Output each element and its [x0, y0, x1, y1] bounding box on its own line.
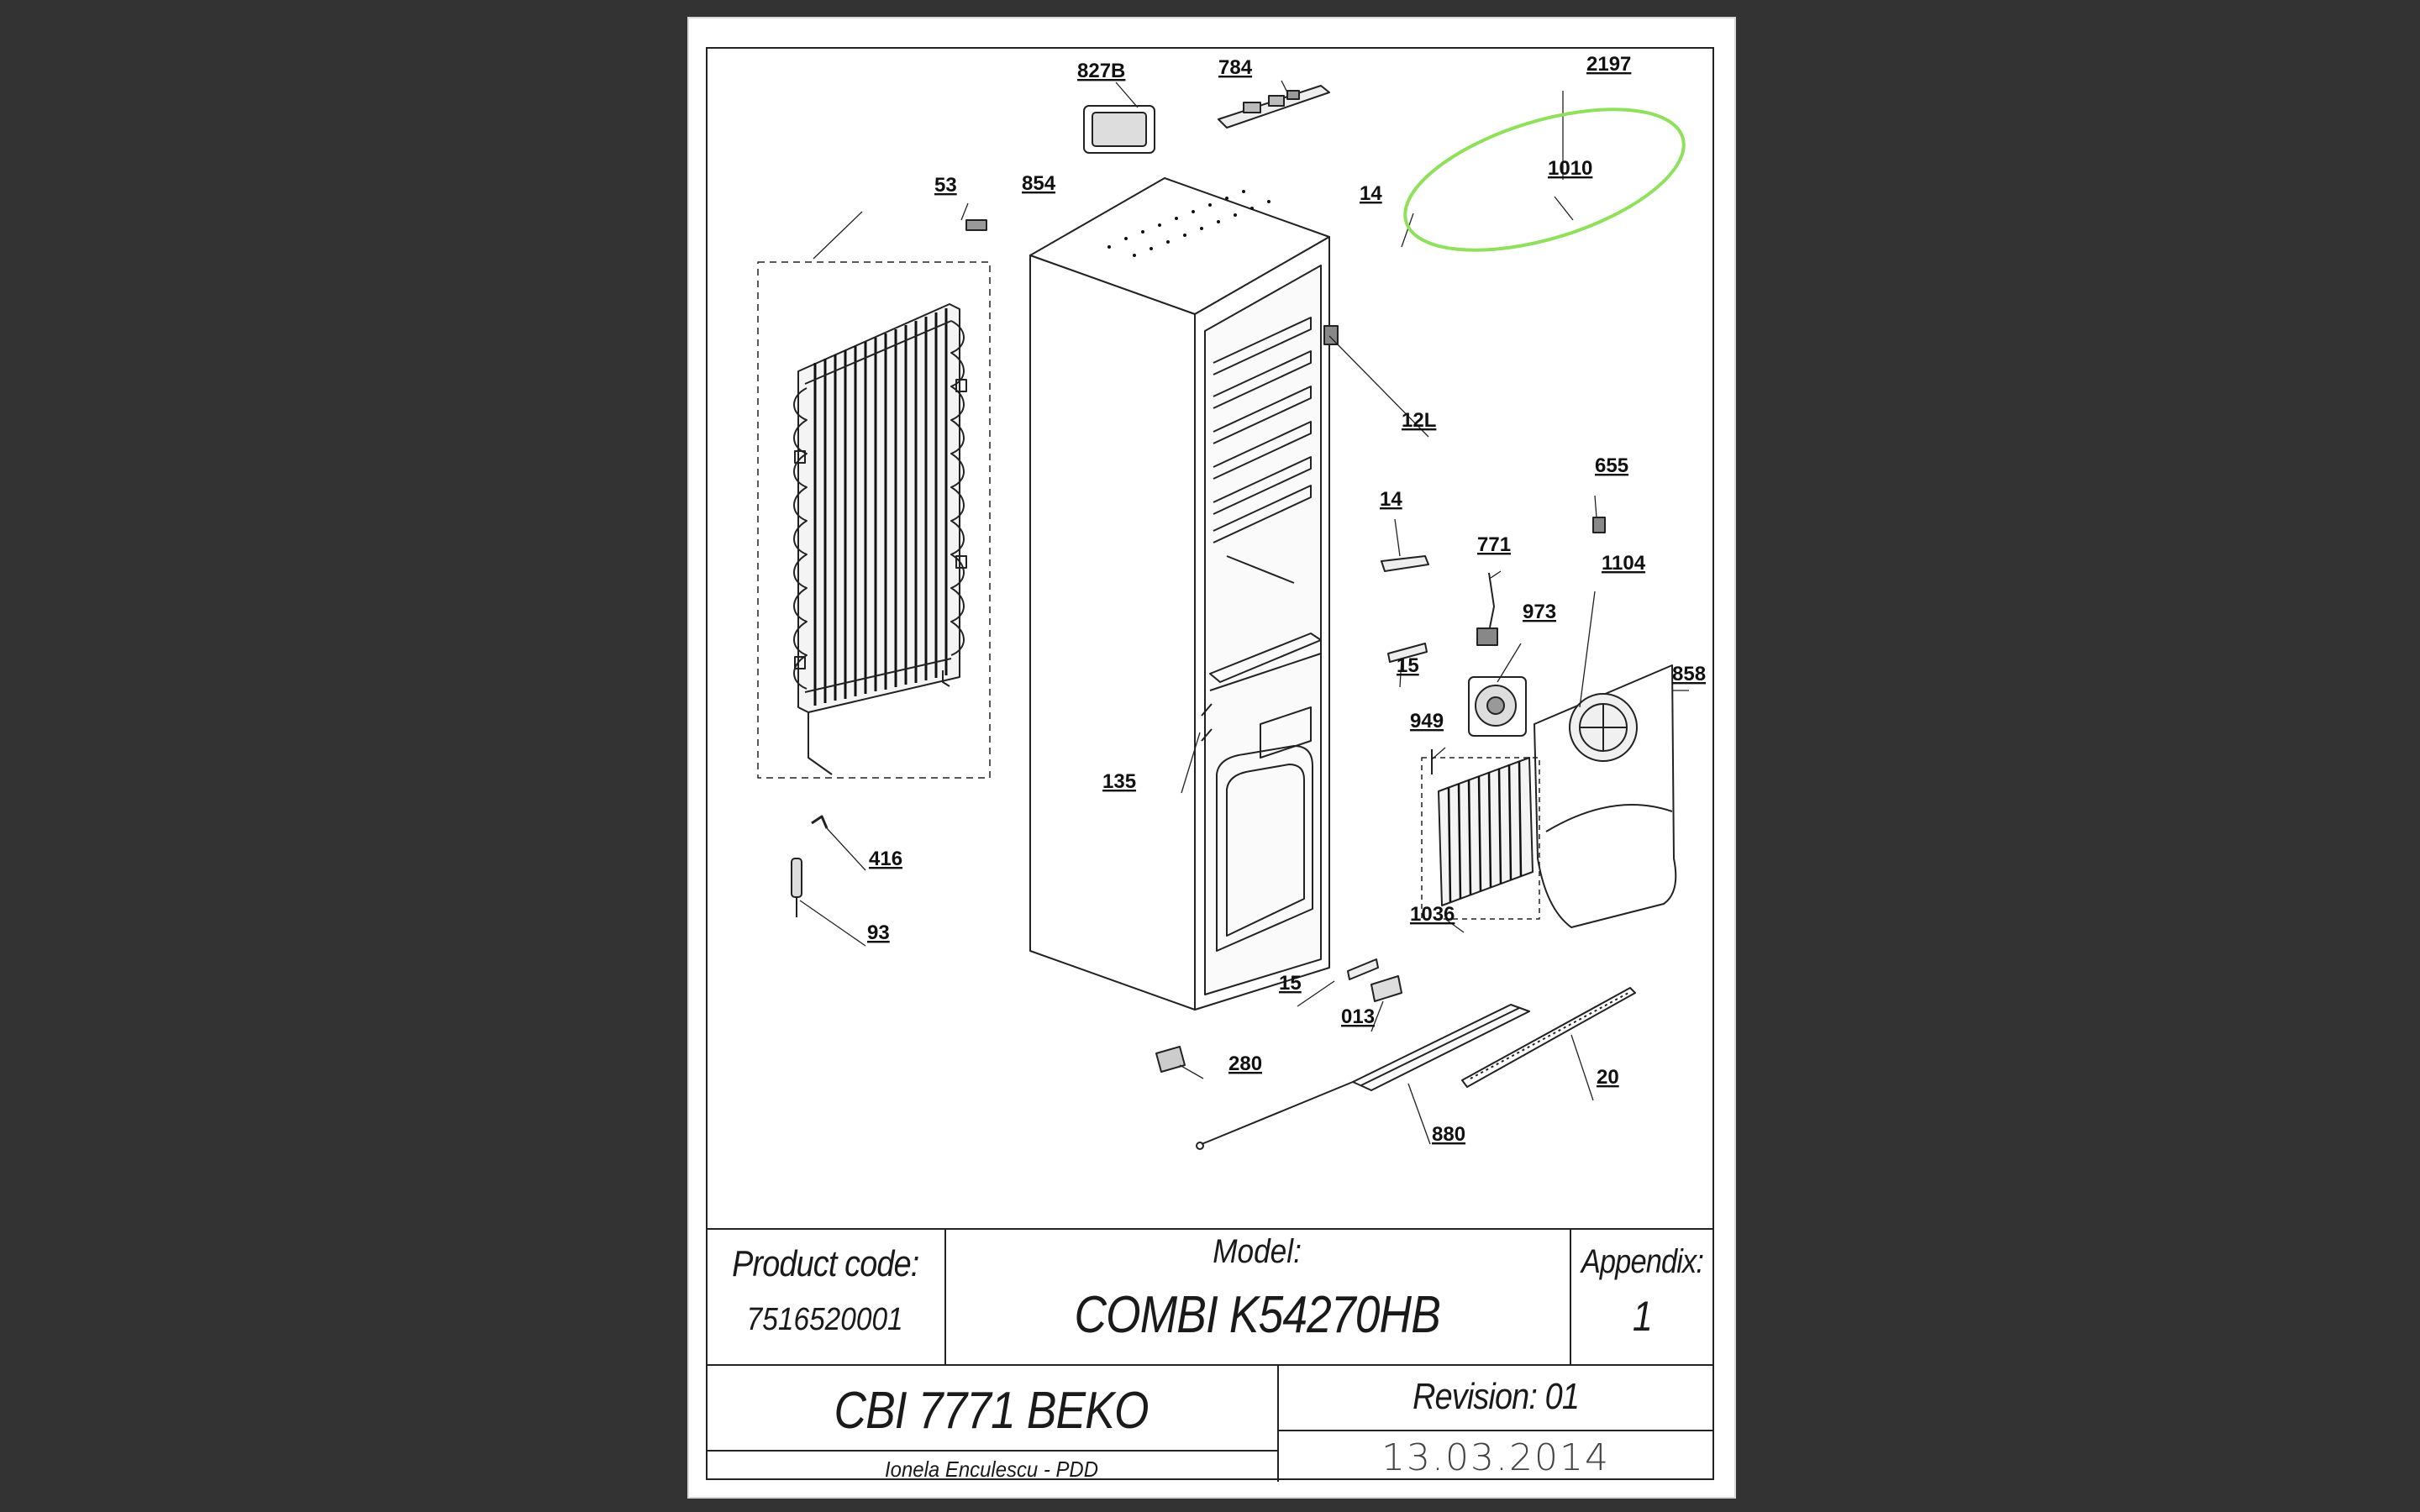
- bracket-part-15-bottom: [1347, 958, 1379, 980]
- hinge-part-12l: [1323, 325, 1339, 345]
- date-cell: 13.03.2014: [1277, 1436, 1714, 1479]
- callout-827b: 827B: [1077, 60, 1125, 82]
- bracket-part-15-top: [1387, 643, 1428, 663]
- model-label: Model:: [1213, 1233, 1302, 1270]
- callout-93: 93: [867, 921, 890, 944]
- callout-15-bottom: 15: [1279, 972, 1302, 995]
- callout-1036: 1036: [1410, 903, 1455, 926]
- divider: [706, 1450, 1277, 1452]
- highlight-ellipse: [1403, 108, 1686, 252]
- callout-880: 880: [1432, 1123, 1465, 1146]
- revision-cell: Revision: 01: [1277, 1376, 1714, 1418]
- appendix-label-cell: Appendix:: [1570, 1243, 1714, 1281]
- evaporator-part-1036: [1421, 749, 1540, 920]
- cabinet-body: [1029, 177, 1330, 1011]
- control-board-part-784: [1218, 85, 1330, 129]
- drawing-frame: [706, 47, 1714, 1480]
- product-name-cell: CBI 7771 BEKO: [706, 1381, 1277, 1441]
- sensor-part-771: [1476, 572, 1498, 646]
- product-code: 7516520001: [747, 1302, 903, 1337]
- callout-20: 20: [1597, 1066, 1619, 1089]
- divider: [1277, 1430, 1714, 1431]
- drawing-sheet: 827B 784 2197 1010 14 854 53 12L 655 14 …: [687, 17, 1736, 1499]
- appendix-number: 1: [1632, 1293, 1652, 1340]
- callout-15-top: 15: [1397, 654, 1419, 677]
- part-655: [1592, 517, 1606, 533]
- part-013: [1370, 975, 1402, 1002]
- callout-280: 280: [1228, 1053, 1262, 1075]
- condenser-part-53: [757, 261, 991, 779]
- callout-135: 135: [1102, 770, 1136, 793]
- title-block: Product code: 7516520001 Model: COMBI K5…: [706, 1228, 1714, 1482]
- callout-973: 973: [1523, 601, 1556, 623]
- callout-labels: 827B 784 2197 1010 14 854 53 12L 655 14 …: [867, 53, 1706, 1146]
- callout-416: 416: [869, 848, 902, 870]
- callout-949: 949: [1410, 710, 1444, 732]
- divider: [944, 1230, 946, 1364]
- callout-14-top: 14: [1360, 182, 1382, 205]
- callout-2197: 2197: [1586, 53, 1631, 76]
- callout-1010: 1010: [1548, 157, 1592, 180]
- tray-part-880: [1196, 1004, 1530, 1150]
- fan-part-973: [1468, 676, 1527, 737]
- exploded-parts-diagram: 827B 784 2197 1010 14 854 53 12L 655 14 …: [757, 53, 1706, 1150]
- model-name: COMBI K54270HB: [1074, 1286, 1440, 1344]
- fan-cover-part-858: [1534, 664, 1677, 928]
- part-135: [1201, 703, 1213, 742]
- drier-part-93: [791, 858, 802, 917]
- leader-lines: [799, 80, 1689, 1145]
- divider: [1277, 1364, 1279, 1482]
- author: Ionela Enculescu - PDD: [885, 1457, 1098, 1482]
- model-label-cell: Model:: [944, 1233, 1570, 1271]
- callout-14-middle: 14: [1380, 488, 1402, 511]
- part-854: [965, 219, 987, 231]
- callout-858: 858: [1672, 663, 1706, 685]
- appendix-cell: 1: [1570, 1292, 1714, 1341]
- model-cell: COMBI K54270HB: [944, 1285, 1570, 1345]
- callout-53: 53: [934, 174, 957, 197]
- product-code-cell: 7516520001: [706, 1302, 944, 1338]
- callout-784: 784: [1218, 56, 1253, 79]
- callout-655: 655: [1595, 454, 1628, 477]
- product-name: CBI 7771 BEKO: [834, 1382, 1150, 1440]
- callout-013: 013: [1341, 1005, 1375, 1028]
- callout-771: 771: [1477, 533, 1511, 556]
- part-280: [1155, 1046, 1186, 1073]
- divider: [706, 1364, 1714, 1366]
- product-code-label: Product code:: [731, 1243, 919, 1284]
- callout-1104: 1104: [1602, 552, 1646, 575]
- revision: Revision: 01: [1413, 1376, 1580, 1417]
- drain-part-416: [811, 815, 829, 829]
- appendix-label: Appendix:: [1581, 1243, 1703, 1280]
- hinge-part-14-middle: [1381, 555, 1429, 572]
- product-code-label-cell: Product code:: [706, 1243, 944, 1285]
- callout-854: 854: [1022, 172, 1056, 195]
- date: 13.03.2014: [1381, 1436, 1610, 1479]
- author-cell: Ionela Enculescu - PDD: [706, 1457, 1277, 1483]
- callout-12l: 12L: [1402, 409, 1436, 432]
- divider: [1570, 1230, 1571, 1364]
- bar-part-20: [1461, 987, 1636, 1088]
- lamp-cover-part-827b: [1083, 105, 1155, 154]
